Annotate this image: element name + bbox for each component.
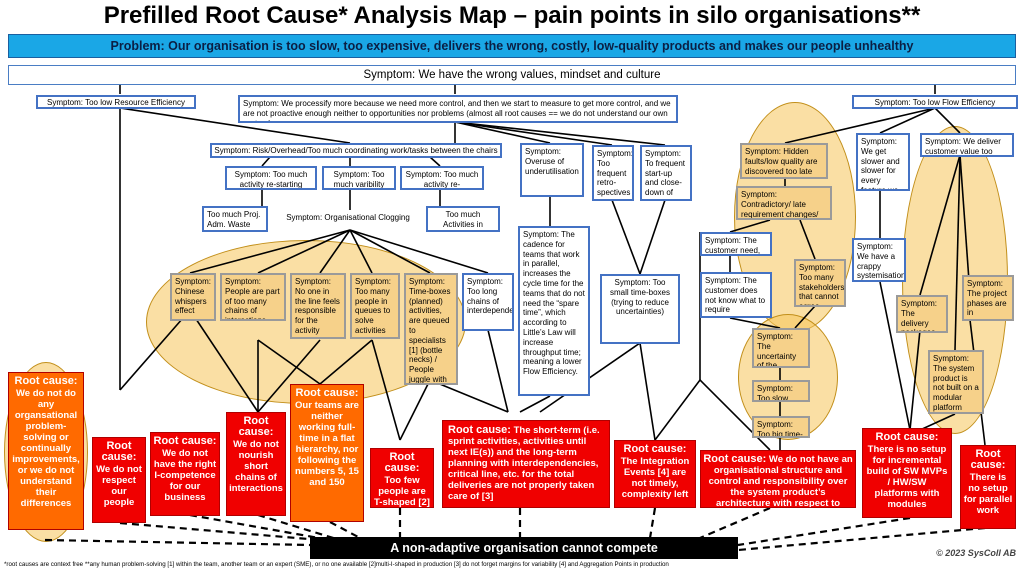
- symptom-flow-efficiency: Symptom: Too low Flow Efficiency: [852, 95, 1018, 109]
- root-cause-respect: Root cause: We do not respect our people: [92, 437, 146, 523]
- root-cause-text: The short-term (i.e. sprint activities, …: [448, 425, 600, 502]
- symptom-contradictory: Symptom: Contradictory/ late requirement…: [736, 186, 832, 220]
- root-cause-text: We do not have an organisational structu…: [708, 454, 853, 508]
- root-cause-text: We do not nourish short chains of intera…: [229, 439, 283, 494]
- footnote: *root causes are context free **any huma…: [4, 561, 669, 568]
- root-cause-heading: Root cause:: [14, 375, 78, 387]
- root-cause-heading: Root cause:: [101, 440, 137, 463]
- root-cause-flat-hierarchy: Root cause: Our teams are neither workin…: [290, 384, 364, 522]
- root-cause-text: There is no setup for parallel work: [963, 472, 1013, 516]
- root-cause-heading: Root cause:: [238, 415, 274, 438]
- root-cause-heading: Root cause:: [295, 387, 359, 399]
- symptom-wrong-values: Symptom: We have the wrong values, minds…: [8, 65, 1016, 85]
- root-cause-heading: Root cause:: [448, 424, 511, 436]
- symptom-modular-platform: Symptom: The system product is not built…: [928, 350, 984, 414]
- symptom-many-stakeholders: Symptom: Too many stakeholders that cann…: [794, 259, 846, 307]
- root-cause-heading: Root cause:: [875, 431, 939, 443]
- symptom-timeboxes-planned: Symptom: Time-boxes (planned) activities…: [404, 273, 458, 385]
- symptom-startup-close: Symptom: To frequent start-up and close-…: [640, 145, 692, 201]
- root-cause-heading: Root cause:: [970, 448, 1006, 471]
- symptom-crappy-systemisation: Symptom: We have a crappy systemisation: [852, 238, 906, 282]
- root-cause-incremental-build: Root cause: There is no setup for increm…: [862, 428, 952, 518]
- symptom-delivery-packages: Symptom: The delivery packages are too b…: [896, 295, 948, 333]
- problem-box: Problem: Our organisation is too slow, t…: [8, 34, 1016, 58]
- symptom-risk-overhead: Symptom: Risk/Overhead/Too much coordina…: [210, 143, 502, 158]
- root-cause-conways-law: Root cause: We do not have an organisati…: [700, 450, 856, 508]
- root-cause-text: There is no setup for incremental build …: [866, 444, 948, 510]
- symptom-big-timeboxes: Symptom: Too big time-boxes: [752, 416, 810, 438]
- symptom-queues-waste: Too much Activities in Queues waste: [426, 206, 500, 232]
- symptom-uncertainty: Symptom: The uncertainty of the product …: [752, 328, 810, 368]
- symptom-cadence: Symptom: The cadence for teams that work…: [518, 226, 590, 396]
- symptom-organisational-clogging: Symptom: Organisational Clogging: [286, 213, 410, 222]
- root-cause-text: The Integration Events [4] are not timel…: [620, 456, 690, 500]
- symptom-activity-rescheduling: Symptom: Too much activity re-scheduling: [400, 166, 484, 190]
- root-cause-heading: Root cause:: [623, 443, 687, 455]
- symptom-not-know-require: Symptom: The customer does not know what…: [700, 272, 772, 318]
- symptom-frequent-retro: Symptom: Too frequent retro-spectives: [592, 145, 634, 201]
- root-cause-heading: Root cause:: [153, 435, 217, 447]
- root-cause-heading: Root cause:: [384, 451, 420, 474]
- root-cause-problem-solving: Root cause: We do not do any organsation…: [8, 372, 84, 530]
- symptom-chinese-whispers: Symptom: Chinese whispers effect: [170, 273, 216, 321]
- symptom-variability: Symptom: Too much varibility: [322, 166, 396, 190]
- symptom-people-chains: Symptom: People are part of too many cha…: [220, 273, 286, 321]
- root-cause-parallel-work: Root cause: There is no setup for parall…: [960, 445, 1016, 529]
- symptom-resource-efficiency: Symptom: Too low Resource Efficiency: [36, 95, 196, 109]
- root-cause-t-shaped: Root cause: Too few people are T-shaped …: [370, 448, 434, 508]
- root-cause-text: We do not have the right I-competence fo…: [153, 448, 217, 503]
- root-cause-short-chains: Root cause: We do not nourish short chai…: [226, 412, 286, 516]
- conclusion-bar: A non-adaptive organisation cannot compe…: [310, 537, 738, 559]
- root-cause-heading: Root cause:: [703, 453, 767, 465]
- symptom-hidden-faults: Symptom: Hidden faults/low quality are d…: [740, 143, 828, 179]
- symptom-no-one-feels: Symptom: No one in the line feels respon…: [290, 273, 346, 339]
- diagram-title: Prefilled Root Cause* Analysis Map – pai…: [103, 2, 921, 29]
- symptom-proj-adm-waste: Too much Proj. Adm. Waste: [202, 206, 268, 232]
- symptom-need-understood: Symptom: The customer need, not fully un…: [700, 232, 772, 256]
- root-cause-text: We do not respect our people: [96, 464, 142, 508]
- copyright-notice: © 2023 SysColl AB: [936, 548, 1016, 558]
- root-cause-i-competence: Root cause: We do not have the right I-c…: [150, 432, 220, 516]
- symptom-many-queues: Symptom: Too many people in queues to so…: [350, 273, 400, 339]
- symptom-get-slower: Symptom: We get slower and slower for ev…: [856, 133, 910, 191]
- symptom-slow-feedback: Symptom: Too slow feedback: [752, 380, 810, 402]
- root-cause-planning: Root cause: The short-term (i.e. sprint …: [442, 420, 610, 508]
- root-cause-text: Too few people are T-shaped [2]: [374, 475, 430, 508]
- root-cause-integration-events: Root cause: The Integration Events [4] a…: [614, 440, 696, 508]
- root-cause-text: Our teams are neither working full-time …: [295, 400, 359, 488]
- symptom-activity-restarting: Symptom: Too much activity re-starting: [225, 166, 317, 190]
- root-cause-text: We do not do any organsational problem-s…: [12, 388, 80, 509]
- symptom-small-timeboxes: Symptom: Too small time-boxes (trying to…: [600, 274, 680, 344]
- symptom-processify: Symptom: We processify more because we n…: [238, 95, 678, 123]
- symptom-long-chains: Symptom: Too long chains of interdepende…: [462, 273, 514, 331]
- symptom-customer-value: Symptom: We deliver customer value too s…: [920, 133, 1014, 157]
- symptom-project-phases: Symptom: The project phases are in seque…: [962, 275, 1014, 321]
- symptom-overuse: Symptom: Overuse of underutilisation: [520, 143, 584, 197]
